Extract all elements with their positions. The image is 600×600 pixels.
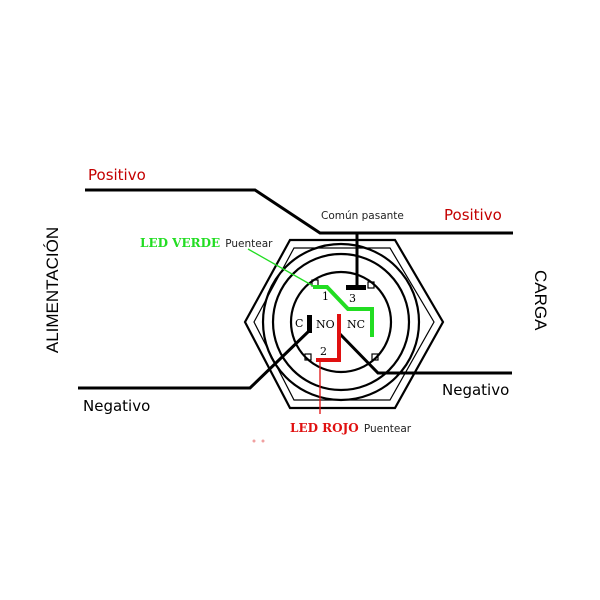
alimentacion-label: ALIMENTACIÓN <box>43 226 62 354</box>
pin-3-contact <box>346 285 366 290</box>
terminal-no-label: NO <box>316 318 335 331</box>
wire-negative-load <box>336 330 512 375</box>
outer-ring <box>261 242 421 402</box>
led-rojo-jumper <box>316 314 341 362</box>
negative-supply-label: Negativo <box>83 397 151 415</box>
led-verde-name: LED VERDE <box>140 236 221 250</box>
inner-ring <box>289 270 393 374</box>
pin-3-label: 3 <box>349 292 356 305</box>
hex-nut-outer <box>243 238 445 410</box>
led-verde-note: Puentear <box>225 238 273 250</box>
terminal-nc-label: NC <box>347 318 366 331</box>
led-rojo-note: Puentear <box>363 423 412 435</box>
terminal-c-label: C <box>295 317 304 330</box>
c-contact <box>307 315 312 333</box>
middle-ring <box>271 252 411 392</box>
wire-positive-supply <box>85 188 513 235</box>
positive-supply-label: Positivo <box>88 166 146 184</box>
led-rojo-name: LED ROJO <box>290 421 359 435</box>
positive-load-label: Positivo <box>444 206 502 224</box>
pin-1-label: 1 <box>322 290 329 303</box>
carga-label: CARGA <box>531 270 550 331</box>
hex-nut-inner <box>253 247 435 401</box>
negative-load-label: Negativo <box>442 381 510 399</box>
switch-body <box>243 238 445 410</box>
led-verde-jumper <box>313 285 374 337</box>
common-label: Común pasante <box>321 210 404 222</box>
led-verde-label: LED VERDE Puentear <box>140 232 273 251</box>
led-verde-pointer <box>247 248 316 288</box>
pin-2-label: 2 <box>320 345 327 358</box>
led-rojo-label: LED ROJO Puentear <box>290 417 411 436</box>
wire-negative-supply <box>78 328 312 390</box>
